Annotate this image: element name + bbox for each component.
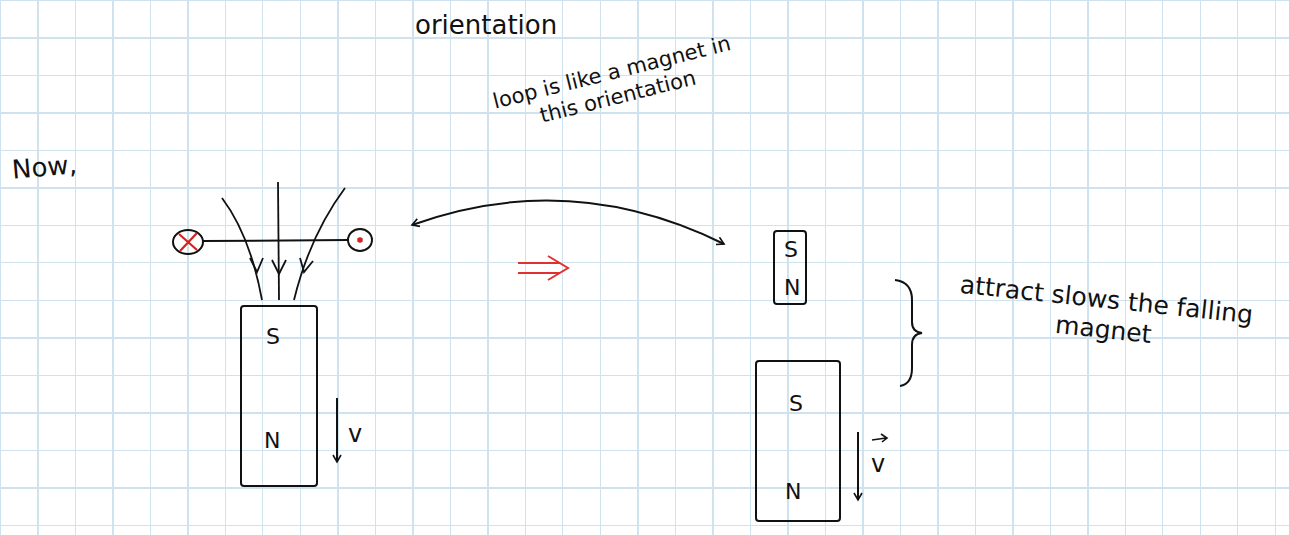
intro-note: Now,: [11, 149, 78, 186]
pole-label: N: [785, 480, 801, 504]
field-line: [222, 198, 262, 300]
velocity-label: v: [871, 450, 885, 479]
magnet-box: SN: [773, 230, 807, 305]
heading-note: orientation: [415, 10, 557, 41]
pole-label: S: [784, 238, 798, 262]
vector-mark: [872, 434, 887, 442]
velocity-label: v: [348, 420, 362, 449]
loop-wire: [202, 240, 348, 241]
velocity-arrow: [336, 398, 338, 462]
implies-arrow: [518, 256, 568, 280]
current-out: [348, 229, 372, 251]
magnet-box: SN: [240, 305, 318, 487]
field-line: [278, 182, 279, 300]
pole-label: S: [789, 392, 803, 416]
pole-label: N: [784, 276, 800, 300]
brace: [895, 280, 922, 386]
pole-label: N: [264, 429, 280, 453]
annotation-note: attract slows the falling magnet: [938, 268, 1272, 362]
annotation-note: loop is like a magnet in this orientatio…: [478, 28, 752, 142]
pole-label: S: [266, 325, 280, 349]
dot-mark: [357, 237, 363, 243]
field-line: [294, 188, 345, 300]
magnet-box: SN: [755, 360, 841, 522]
correspondence-arrow: [412, 201, 724, 244]
cross-mark: [179, 233, 197, 251]
current-in: [173, 230, 203, 254]
velocity-arrow: [857, 432, 859, 500]
